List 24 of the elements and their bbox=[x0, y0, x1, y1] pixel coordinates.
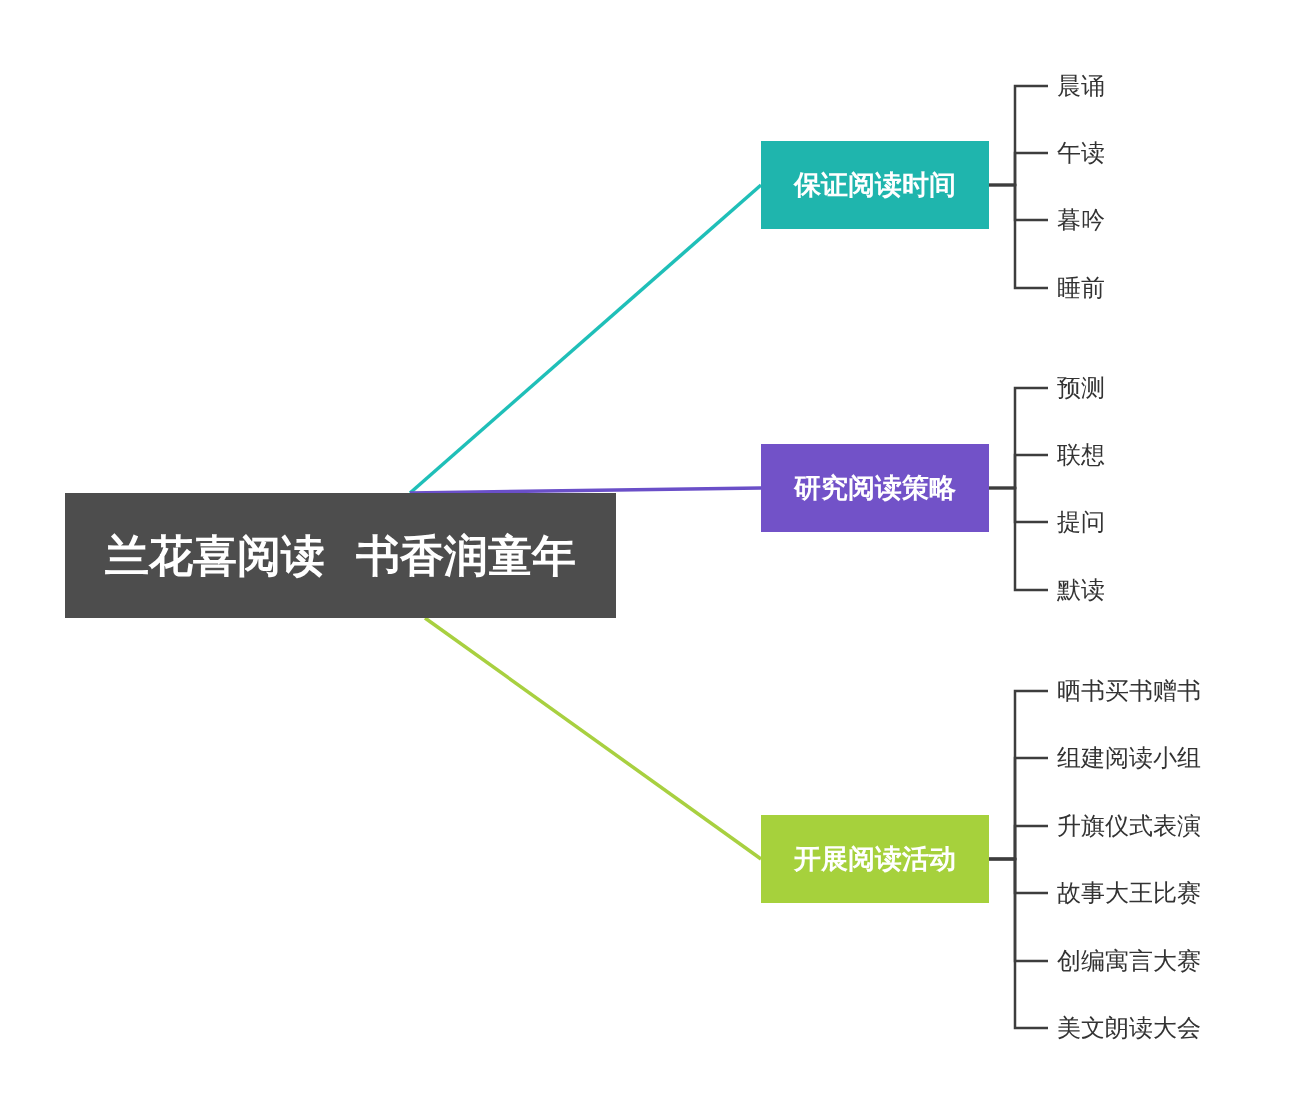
connector-line bbox=[423, 616, 763, 861]
leaf-item: 睡前 bbox=[1048, 269, 1105, 307]
leaf-item: 美文朗读大会 bbox=[1048, 1009, 1201, 1047]
connector-line bbox=[408, 183, 763, 495]
branch-box: 开展阅读活动 bbox=[761, 815, 989, 903]
bracket-line bbox=[989, 857, 1048, 1030]
leaf-item: 故事大王比赛 bbox=[1048, 874, 1201, 912]
bracket-line bbox=[989, 183, 1048, 290]
leaf-item: 预测 bbox=[1048, 369, 1105, 407]
leaf-item: 提问 bbox=[1048, 503, 1105, 541]
branch-box: 保证阅读时间 bbox=[761, 141, 989, 229]
leaf-item: 升旗仪式表演 bbox=[1048, 807, 1201, 845]
leaf-item: 默读 bbox=[1048, 571, 1105, 609]
topic-box: 兰花喜阅读 书香润童年 bbox=[65, 493, 616, 618]
leaf-item: 晨诵 bbox=[1048, 67, 1105, 105]
leaf-item: 午读 bbox=[1048, 134, 1105, 172]
leaf-item: 联想 bbox=[1048, 436, 1105, 474]
branch-box: 研究阅读策略 bbox=[761, 444, 989, 532]
leaf-item: 晒书买书赠书 bbox=[1048, 672, 1201, 710]
leaf-item: 组建阅读小组 bbox=[1048, 739, 1201, 777]
leaf-item: 暮吟 bbox=[1048, 201, 1105, 239]
leaf-item: 创编寓言大赛 bbox=[1048, 942, 1201, 980]
bracket-line bbox=[989, 486, 1048, 592]
connector-line bbox=[409, 486, 762, 495]
